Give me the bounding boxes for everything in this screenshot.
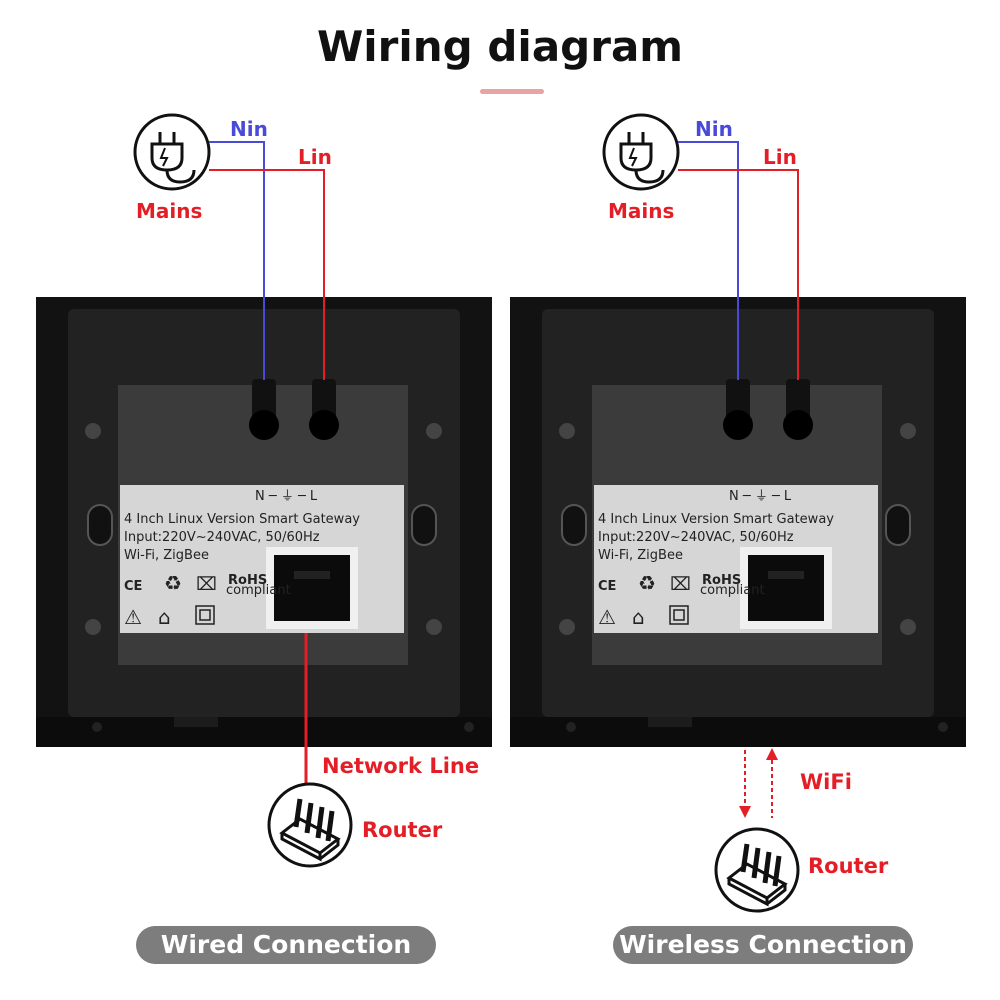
right-device-label: N ─ ⏚ ─ L 4 Inch Linux Version Smart Gat… <box>598 489 834 629</box>
left-router-label: Router <box>362 818 443 842</box>
right-router-icon <box>716 829 798 911</box>
title-underline <box>480 89 544 94</box>
left-nin-label: Nin <box>230 117 268 141</box>
right-rohs-mark: RoHS <box>702 573 741 588</box>
right-nin-label: Nin <box>695 117 733 141</box>
left-router-icon <box>269 784 351 866</box>
right-warning-icon: ⚠ <box>598 605 616 629</box>
left-label-line1: 4 Inch Linux Version Smart Gateway <box>124 512 360 527</box>
left-mains-label: Mains <box>136 199 203 223</box>
wireless-connection-badge: Wireless Connection <box>613 926 913 964</box>
left-neutral-wire <box>209 141 265 380</box>
left-lin-label: Lin <box>298 145 332 169</box>
right-recycle-icon: ♻ <box>638 571 656 595</box>
right-indoor-use-icon: ⌂ <box>632 605 645 629</box>
left-double-insulation-icon <box>195 605 215 625</box>
left-ce-mark: CE <box>124 579 142 594</box>
left-live-wire <box>209 169 325 380</box>
left-mains-plug-icon <box>133 113 211 191</box>
left-rohs-sub: compliant <box>226 583 291 598</box>
right-neutral-wire <box>678 141 739 380</box>
left-terminal-markings: N ─ ⏚ ─ L <box>255 489 318 504</box>
right-ce-mark: CE <box>598 579 616 594</box>
right-rohs-sub: compliant <box>700 583 765 598</box>
right-router-label: Router <box>808 854 889 878</box>
right-mains-label: Mains <box>608 199 675 223</box>
left-indoor-use-icon: ⌂ <box>158 605 171 629</box>
left-device-label: N ─ ⏚ ─ L 4 Inch Linux Version Smart Gat… <box>124 489 360 629</box>
wired-connection-badge: Wired Connection <box>136 926 436 964</box>
page-title: Wiring diagram <box>316 22 684 71</box>
left-weee-bin-icon: ⌧ <box>196 574 217 595</box>
right-mains-plug-icon <box>602 113 680 191</box>
right-live-wire <box>678 169 799 380</box>
right-label-line2: Input:220V~240VAC, 50/60Hz <box>598 530 794 545</box>
right-wifi-arrows <box>739 748 778 818</box>
right-weee-bin-icon: ⌧ <box>670 574 691 595</box>
left-rohs-mark: RoHS <box>228 573 267 588</box>
right-terminal-markings: N ─ ⏚ ─ L <box>729 489 792 504</box>
right-double-insulation-icon <box>669 605 689 625</box>
left-label-line3: Wi-Fi, ZigBee <box>124 548 209 563</box>
right-label-line1: 4 Inch Linux Version Smart Gateway <box>598 512 834 527</box>
left-network-line-label: Network Line <box>322 754 480 778</box>
right-label-line3: Wi-Fi, ZigBee <box>598 548 683 563</box>
right-wifi-label: WiFi <box>800 770 852 794</box>
right-lin-label: Lin <box>763 145 797 169</box>
left-recycle-icon: ♻ <box>164 571 182 595</box>
left-label-line2: Input:220V~240VAC, 50/60Hz <box>124 530 320 545</box>
left-warning-icon: ⚠ <box>124 605 142 629</box>
